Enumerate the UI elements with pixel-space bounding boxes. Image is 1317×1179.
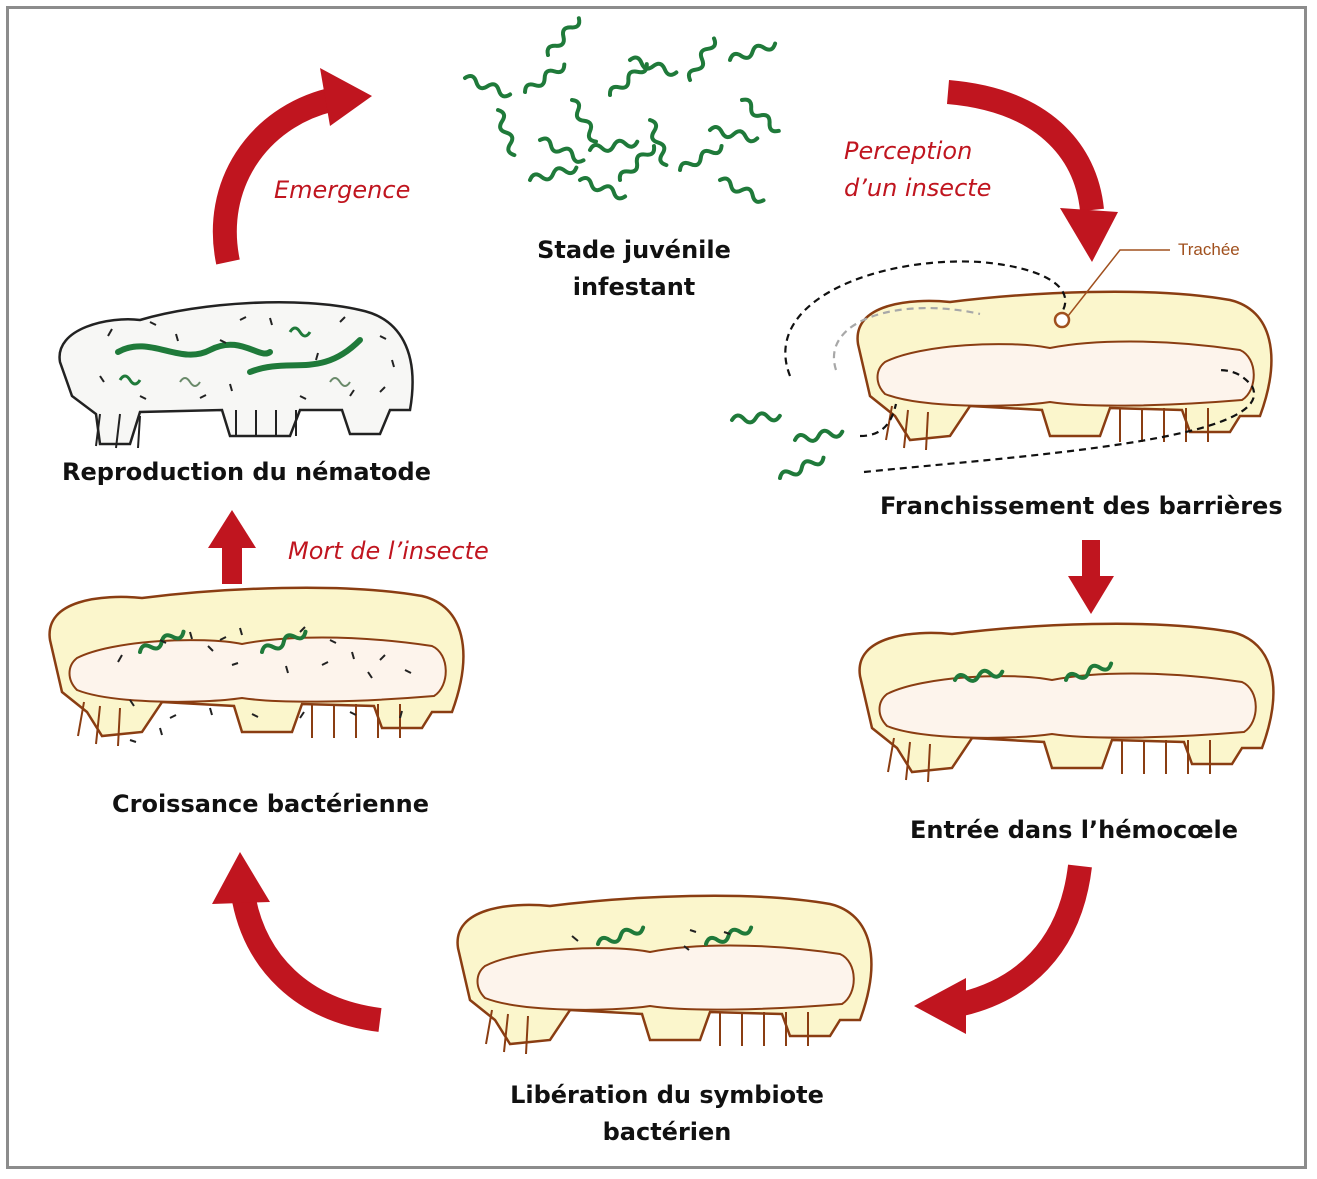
arrow-death-head bbox=[208, 510, 256, 548]
arrow-emergence-head bbox=[320, 68, 372, 126]
stage-infective-juvenile-label: Stade juvénile infestant bbox=[530, 232, 738, 306]
arrow-barriers-hemocoel-head bbox=[1068, 576, 1114, 614]
arrow-perception-head bbox=[1060, 208, 1118, 262]
stage-infective-juvenile-line1: Stade juvénile bbox=[530, 232, 738, 269]
transition-death-label: Mort de l’insecte bbox=[288, 533, 489, 570]
transition-perception-line2: d’un insecte bbox=[844, 170, 991, 207]
stage-hemocoel-label: Entrée dans l’hémocœle bbox=[910, 812, 1230, 849]
nematode-swarm bbox=[464, 16, 782, 204]
insect-reproduction bbox=[60, 302, 413, 448]
trachea-opening bbox=[1055, 313, 1069, 327]
arrow-hemocoel-symbiont bbox=[962, 866, 1080, 1004]
stage-infective-juvenile-line2: infestant bbox=[530, 269, 738, 306]
stage-symbiont-line1: Libération du symbiote bbox=[510, 1077, 824, 1114]
insect-symbiont bbox=[458, 896, 872, 1054]
arrow-death-shaft bbox=[222, 544, 242, 584]
stage-reproduction-label: Reproduction du nématode bbox=[62, 454, 430, 491]
stage-symbiont-label: Libération du symbiote bactérien bbox=[510, 1077, 824, 1151]
transition-emergence-label: Emergence bbox=[274, 172, 410, 209]
trachea-label: Trachée bbox=[1178, 240, 1240, 260]
transition-perception-line1: Perception bbox=[844, 133, 991, 170]
insect-growth bbox=[50, 588, 464, 746]
arrow-hemocoel-symbiont-head bbox=[914, 978, 966, 1034]
arrow-symbiont-growth bbox=[244, 900, 380, 1020]
stage-growth-label: Croissance bactérienne bbox=[112, 786, 422, 823]
insect-hemocoel bbox=[860, 624, 1274, 782]
arrow-symbiont-growth-head bbox=[212, 852, 270, 904]
insect-barriers bbox=[732, 250, 1272, 482]
arrow-barriers-hemocoel-shaft bbox=[1082, 540, 1100, 580]
stage-barriers-label: Franchissement des barrières bbox=[880, 488, 1272, 525]
transition-perception-label: Perception d’un insecte bbox=[844, 133, 991, 207]
stage-symbiont-line2: bactérien bbox=[510, 1114, 824, 1151]
